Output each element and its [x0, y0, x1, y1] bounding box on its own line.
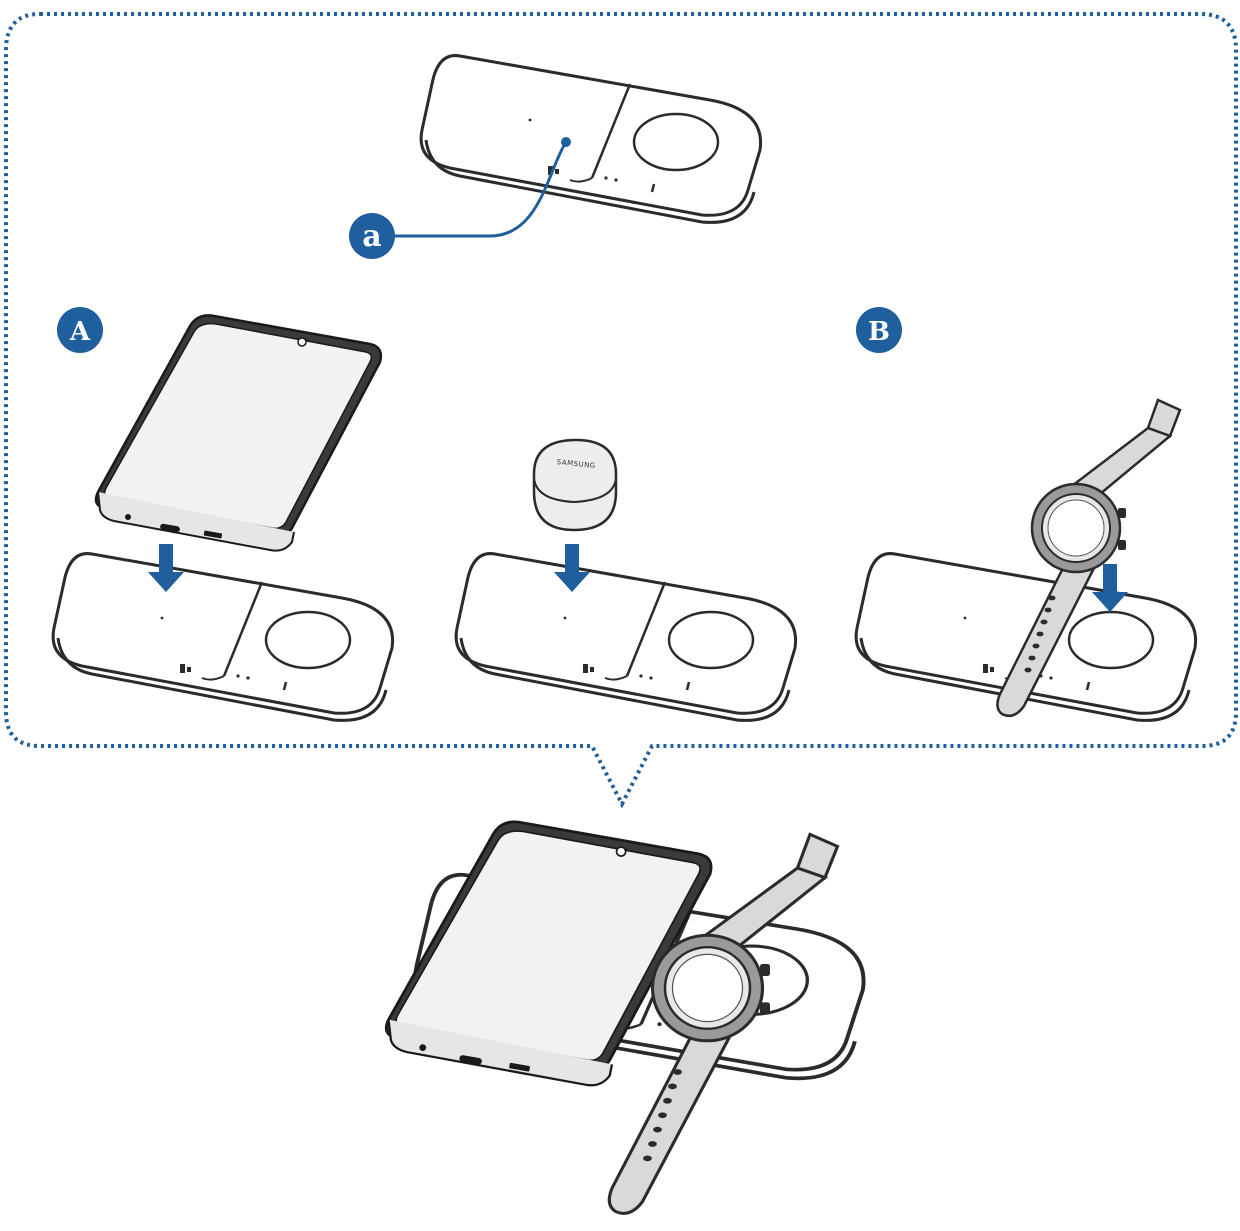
step-a-badge: A [57, 307, 103, 353]
step-b-label: B [868, 317, 890, 347]
phone-step-a [94, 314, 383, 552]
pad-overview [419, 54, 763, 224]
dotted-frame [3, 12, 1238, 809]
pad-earbuds [454, 552, 798, 722]
earbuds-case: SAMSUNG [532, 438, 618, 532]
step-a-label: A [69, 317, 91, 347]
callout-a-label: a [362, 219, 381, 254]
callout-a-badge: a [349, 213, 395, 259]
callout-a-line [392, 137, 571, 238]
step-b-badge: B [856, 307, 902, 353]
pad-step-a [51, 552, 395, 722]
